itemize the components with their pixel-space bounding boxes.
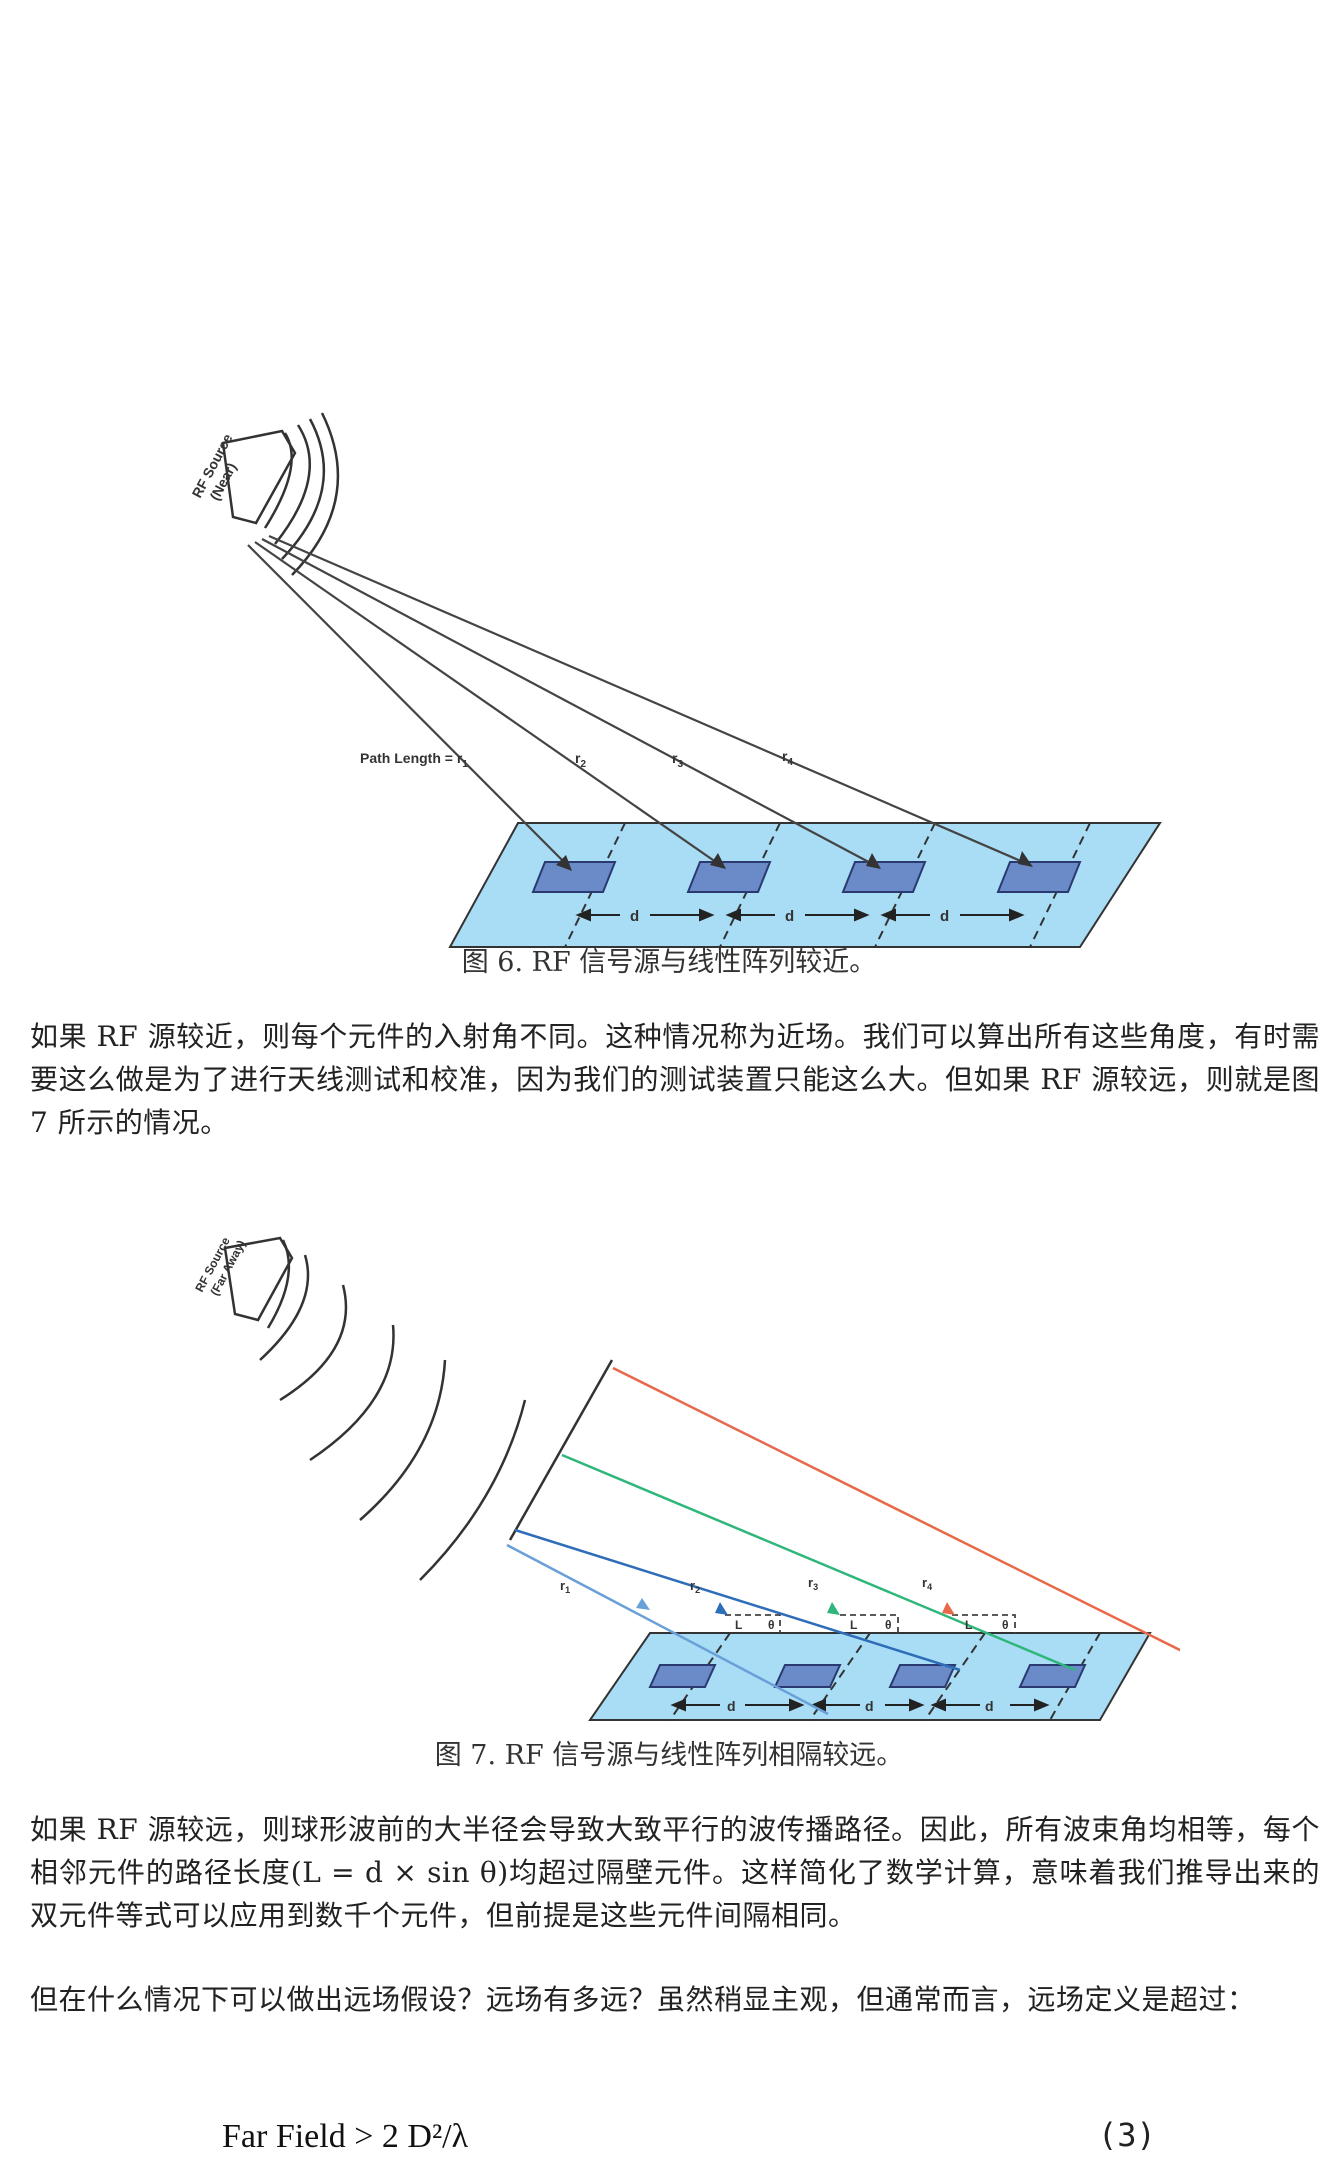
ray-r2 <box>514 1528 961 1672</box>
antenna-element <box>888 1664 957 1688</box>
paragraph-near-field: 如果 RF 源较近，则每个元件的入射角不同。这种情况称为近场。我们可以算出所有这… <box>30 1020 1320 1139</box>
paragraph-far-field: 如果 RF 源较远，则球形波前的大半径会导致大致平行的波传播路径。因此，所有波束… <box>30 1813 1320 1932</box>
ray-r1 <box>506 1543 829 1716</box>
antenna-element <box>841 861 927 893</box>
L-label: L <box>850 1618 857 1632</box>
r4-label: r4 <box>782 748 793 768</box>
rf-source-horn-icon <box>223 1236 294 1322</box>
antenna-element <box>1018 1664 1087 1688</box>
ray-r3 <box>561 1453 1076 1672</box>
figure-6-near-field-diagram: d d d RF Source (Near) Path Length = r1 … <box>189 412 1162 948</box>
rf-source-horn-icon <box>221 429 297 525</box>
r2-label: r2 <box>575 750 586 770</box>
paragraph-far-field-question: 但在什么情况下可以做出远场假设？远场有多远？虽然稍显主观，但通常而言，远场定义是… <box>30 1983 1256 2016</box>
antenna-element <box>531 861 617 893</box>
antenna-element <box>996 861 1082 893</box>
d-label: d <box>785 908 794 925</box>
d-label: d <box>985 1698 994 1714</box>
wavefront-arcs <box>259 1239 527 1581</box>
ray-r4 <box>612 1366 1180 1652</box>
d-label: d <box>727 1698 736 1714</box>
path-rays <box>247 534 1031 869</box>
far-field-formula: Far Field > 2 D²/λ <box>222 2118 469 2155</box>
antenna-element <box>686 861 772 893</box>
equation-number: (3) <box>1098 2116 1156 2154</box>
incident-wavefront <box>508 1359 614 1541</box>
path-difference-boxes <box>725 1614 1016 1633</box>
figure-7-far-field-diagram: d d d RF Source (Far Away) r1 r2 r3 r4 L… <box>192 1235 1180 1721</box>
theta-label: θ <box>885 1618 892 1632</box>
figure-7-caption: 图 7. RF 信号源与线性阵列相隔较远。 <box>434 1740 904 1771</box>
theta-label: θ <box>768 1618 775 1632</box>
figure-6-caption: 图 6. RF 信号源与线性阵列较近。 <box>461 947 877 978</box>
r1-label: r1 <box>560 1578 570 1595</box>
antenna-element <box>648 1664 717 1688</box>
d-label: d <box>865 1698 874 1714</box>
r2-label: r2 <box>690 1578 700 1595</box>
r3-label: r3 <box>808 1575 818 1592</box>
d-label: d <box>940 908 949 925</box>
L-label: L <box>965 1618 972 1632</box>
array-plane <box>588 1632 1152 1721</box>
r3-label: r3 <box>672 750 683 770</box>
L-label: L <box>735 1618 742 1632</box>
theta-label: θ <box>1002 1618 1009 1632</box>
wavefront-arcs <box>263 412 340 576</box>
d-label: d <box>630 908 639 925</box>
antenna-element <box>773 1664 842 1688</box>
r4-label: r4 <box>922 1575 932 1592</box>
path-length-label: Path Length = r1 <box>360 750 468 770</box>
